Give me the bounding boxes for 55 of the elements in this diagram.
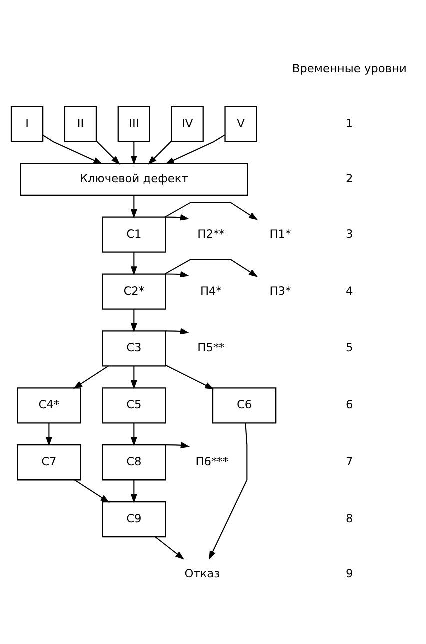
arrow: [208, 423, 248, 560]
label: 8: [346, 512, 354, 526]
node-text: П4*: [200, 284, 222, 298]
node-box: IV: [171, 106, 204, 143]
arrow: [166, 364, 214, 390]
label: 7: [346, 454, 354, 469]
node-box: С2*: [102, 274, 166, 310]
arrow: [96, 141, 120, 165]
node-box: II: [64, 106, 98, 143]
node-text: П2**: [198, 226, 225, 241]
node-box: С8: [102, 444, 166, 481]
node-text: П3*: [270, 284, 292, 298]
node-box: С5: [102, 388, 166, 424]
node-text: П6***: [196, 454, 229, 469]
node-box: III: [118, 106, 150, 143]
label: 3: [346, 226, 354, 241]
label: 6: [346, 398, 354, 412]
arrow: [166, 442, 190, 448]
arrow: [155, 536, 185, 560]
arrow: [130, 423, 138, 447]
node-box: С9: [102, 501, 166, 538]
node-text: П5**: [198, 340, 225, 355]
arrow: [130, 366, 138, 390]
arrow: [130, 252, 138, 276]
arrow: [130, 196, 138, 219]
arrow: [164, 259, 258, 278]
arrow: [166, 214, 190, 221]
arrow: [42, 134, 103, 164]
arrow: [74, 480, 110, 503]
label: 5: [346, 340, 354, 355]
node-box: Ключевой дефект: [20, 163, 248, 196]
arrow: [46, 423, 52, 447]
arrow: [130, 310, 138, 333]
label: Временные уровни: [292, 61, 407, 76]
label: 9: [346, 566, 354, 581]
arrow: [166, 271, 190, 278]
node-box: С1: [102, 216, 166, 253]
node-text: Отказ: [184, 566, 220, 581]
label: 1: [346, 116, 354, 130]
node-box: С4*: [17, 388, 82, 424]
arrow: [148, 141, 172, 165]
arrow: [166, 328, 190, 335]
arrow: [130, 142, 138, 166]
label: 4: [346, 284, 354, 298]
node-box: С3: [102, 330, 166, 367]
arrow: [130, 480, 138, 504]
node-box: I: [10, 106, 44, 143]
label: 2: [346, 172, 354, 186]
node-text: П1*: [270, 226, 292, 241]
node-box: С6: [212, 388, 277, 424]
arrow: [165, 134, 226, 164]
arrow: [164, 202, 258, 220]
arrow: [74, 366, 109, 389]
node-box: С7: [17, 444, 82, 481]
node-box: V: [224, 106, 258, 143]
